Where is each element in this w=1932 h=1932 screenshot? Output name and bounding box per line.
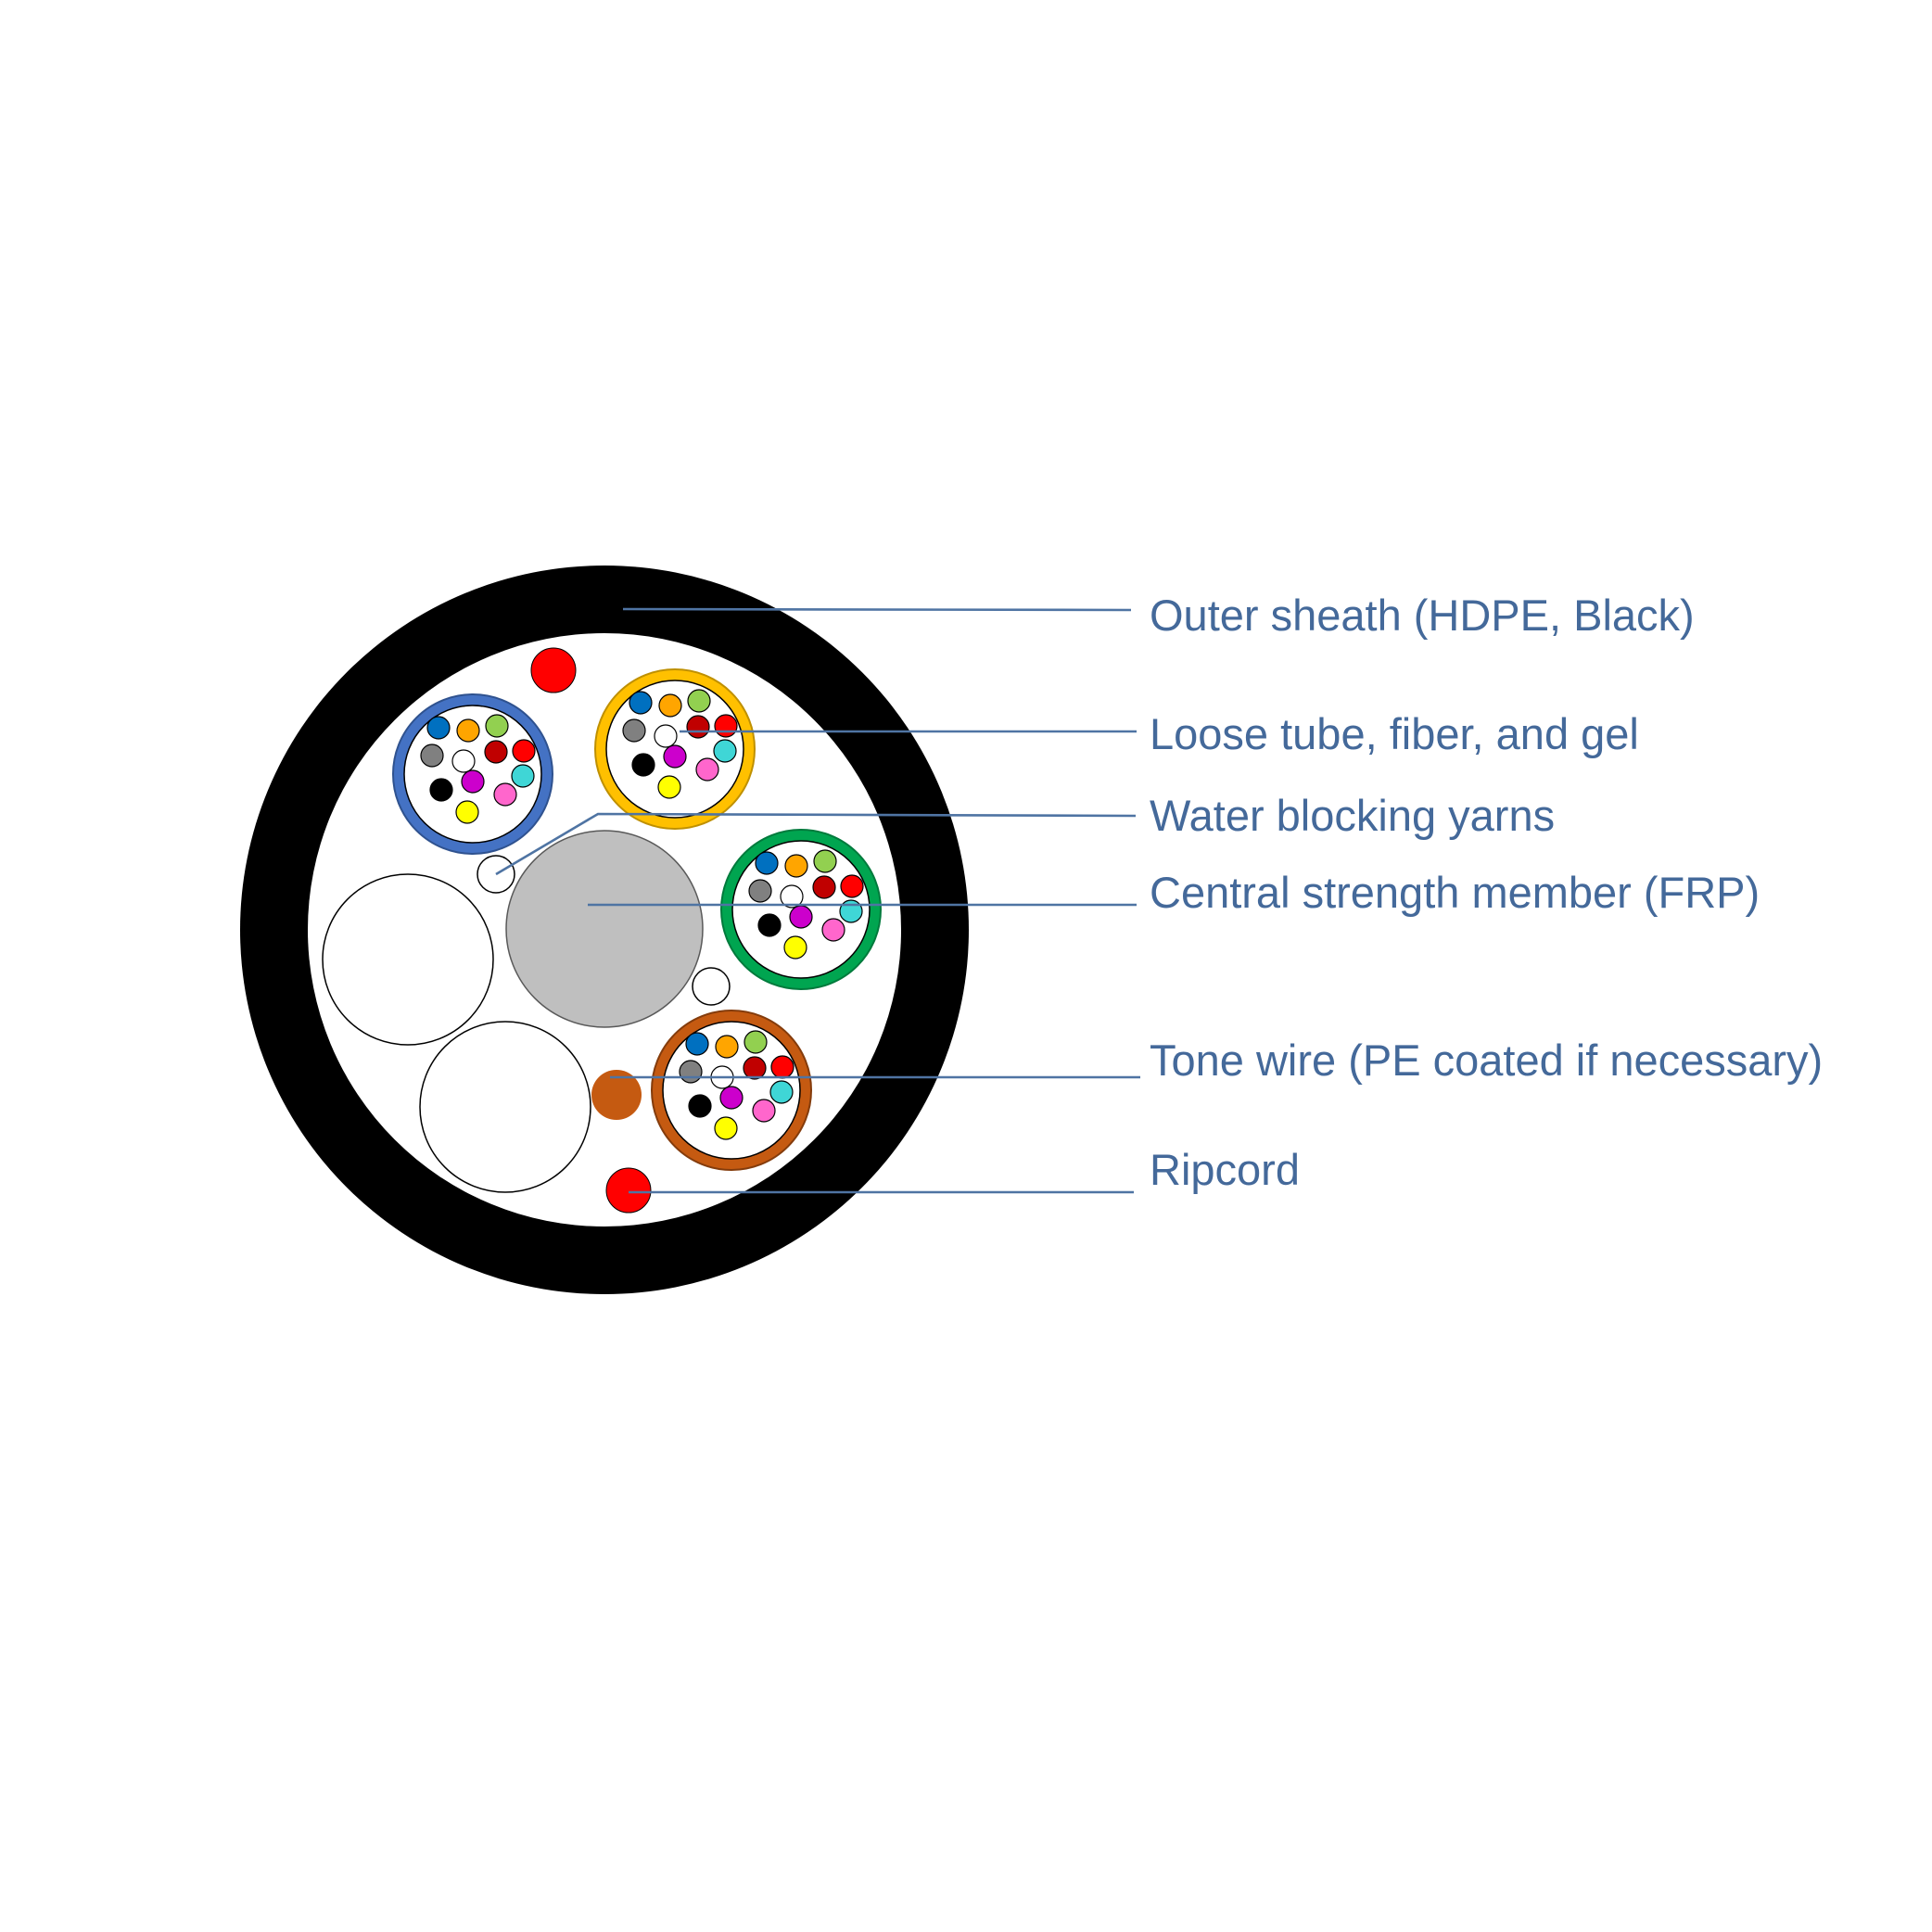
label-water-blocking: Water blocking yarns	[1150, 791, 1555, 840]
filler-rod-bottom	[419, 1021, 591, 1193]
fiber-yellow	[455, 800, 479, 824]
fiber-gray	[420, 744, 444, 768]
fiber-red	[714, 714, 738, 738]
fiber-cyan	[839, 899, 863, 923]
ripcord-top	[530, 647, 577, 693]
central-strength-member	[505, 830, 704, 1028]
fiber-cyan	[511, 764, 535, 788]
fiber-yellow	[714, 1116, 738, 1140]
fiber-pink	[493, 782, 517, 807]
fiber-blue	[685, 1032, 709, 1056]
fiber-white	[780, 884, 804, 909]
fiber-black	[757, 913, 782, 937]
fiber-pink	[752, 1099, 776, 1123]
label-loose-tube: Loose tube, fiber, and gel	[1150, 709, 1639, 758]
loose-tube-green	[720, 829, 882, 990]
fiber-pink	[695, 757, 719, 782]
fiber-gray	[679, 1060, 703, 1084]
fiber-dark-red	[686, 715, 710, 739]
label-tone-wire: Tone wire (PE coated if necessary)	[1150, 1036, 1823, 1085]
fiber-blue	[755, 851, 779, 875]
fiber-magenta	[789, 905, 813, 929]
fiber-dark-red	[743, 1056, 767, 1080]
fiber-dark-red	[812, 875, 836, 899]
fiber-white	[451, 749, 476, 773]
fiber-black	[631, 753, 655, 777]
fiber-yellow	[657, 775, 681, 799]
water-blocking-yarn-2	[692, 967, 731, 1006]
fiber-yellow-green	[687, 689, 711, 713]
loose-tube-orange	[594, 668, 756, 830]
fiber-gray	[622, 718, 646, 743]
fiber-gray	[748, 879, 772, 903]
fiber-orange	[715, 1035, 739, 1059]
fiber-red	[770, 1055, 794, 1079]
leader-outer-sheath	[622, 607, 1132, 612]
loose-tube-blue	[392, 693, 553, 855]
fiber-red	[512, 739, 536, 763]
leader-water-blocking	[495, 812, 1137, 876]
fiber-magenta	[461, 769, 485, 794]
fiber-dark-red	[484, 740, 508, 764]
fiber-yellow-green	[744, 1030, 768, 1054]
fiber-yellow-green	[485, 714, 509, 738]
fiber-orange	[784, 854, 808, 878]
label-ripcord: Ripcord	[1150, 1145, 1300, 1194]
label-outer-sheath: Outer sheath (HDPE, Black)	[1150, 591, 1695, 640]
fiber-magenta	[719, 1086, 744, 1110]
fiber-cyan	[713, 739, 737, 763]
fiber-orange	[658, 693, 682, 718]
fiber-orange	[456, 718, 480, 743]
fiber-blue	[426, 716, 451, 740]
loose-tube-brown	[651, 1010, 812, 1171]
fiber-yellow	[783, 935, 807, 960]
fiber-white	[654, 724, 678, 748]
filler-rod-left	[322, 873, 494, 1046]
fiber-cyan	[769, 1080, 794, 1104]
fiber-blue	[629, 691, 653, 715]
tone-wire	[591, 1070, 642, 1120]
ripcord-bottom	[605, 1167, 652, 1214]
fiber-red	[840, 874, 864, 898]
fiber-magenta	[663, 744, 687, 769]
fiber-black	[688, 1094, 712, 1118]
fiber-black	[429, 778, 453, 802]
fiber-yellow-green	[813, 849, 837, 873]
fiber-pink	[821, 918, 845, 942]
label-central-member: Central strength member (FRP)	[1150, 868, 1760, 917]
